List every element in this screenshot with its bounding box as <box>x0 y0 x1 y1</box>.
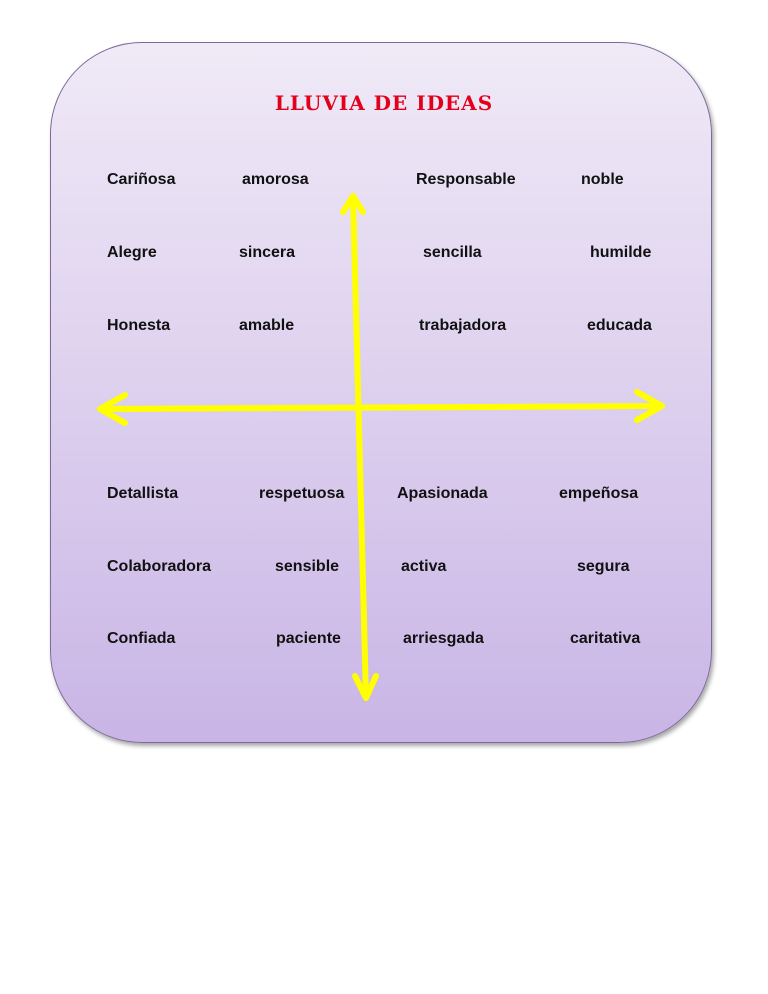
word: Apasionada <box>397 485 488 502</box>
word: respetuosa <box>259 485 345 502</box>
word: Cariñosa <box>107 171 176 188</box>
word: Colaboradora <box>107 558 212 575</box>
word: amorosa <box>242 171 309 188</box>
word: Confiada <box>107 630 176 647</box>
word: activa <box>401 558 447 575</box>
vertical-arrow <box>350 193 369 701</box>
word: sensible <box>275 558 340 575</box>
left-arrowhead <box>97 392 128 426</box>
word: Detallista <box>107 485 179 502</box>
right-arrowhead <box>634 389 665 423</box>
down-arrowhead <box>352 673 379 701</box>
word: Alegre <box>107 244 157 261</box>
word: caritativa <box>570 630 641 647</box>
word: Honesta <box>107 317 171 334</box>
word: arriesgada <box>403 630 484 647</box>
page-title: LLUVIA DE IDEAS <box>274 91 494 115</box>
word: educada <box>587 317 652 334</box>
word: trabajadora <box>419 317 507 334</box>
word: paciente <box>276 630 341 647</box>
word: humilde <box>590 244 652 261</box>
word: sencilla <box>423 244 482 261</box>
up-arrowhead <box>340 193 366 215</box>
word: sincera <box>239 244 296 261</box>
word: noble <box>581 171 624 188</box>
word: Responsable <box>416 171 516 188</box>
brainstorm-card <box>50 42 712 743</box>
word: segura <box>577 558 630 575</box>
word: empeñosa <box>559 485 639 502</box>
word: amable <box>239 317 295 334</box>
horizontal-arrow <box>97 403 665 412</box>
